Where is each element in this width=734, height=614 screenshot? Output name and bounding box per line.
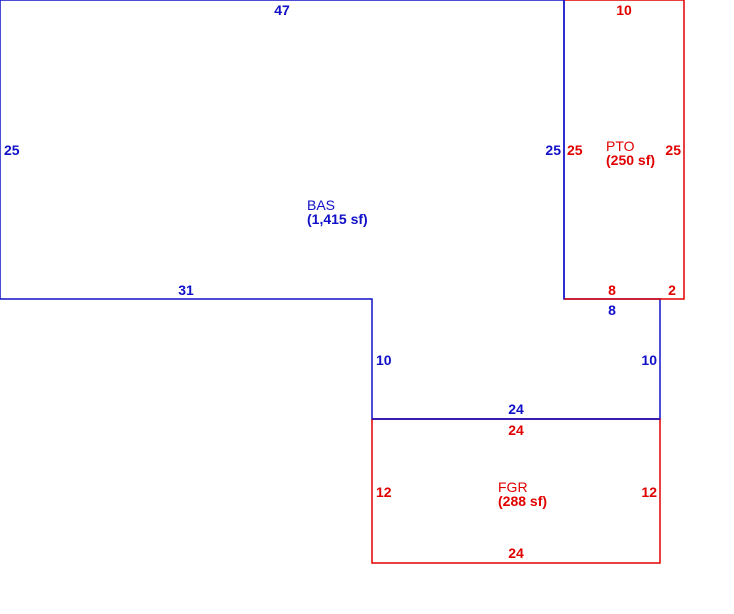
pto-bottom-outer-dimension: 2 xyxy=(668,282,676,298)
pto-bottom-inner-dimension: 8 xyxy=(608,282,616,298)
bas-left-dimension: 25 xyxy=(4,142,20,158)
fgr-area-name: FGR xyxy=(498,479,528,495)
bas-top-dimension: 47 xyxy=(274,2,290,18)
fgr-left-dimension: 12 xyxy=(376,484,392,500)
pto-area-size: (250 sf) xyxy=(606,152,655,168)
bas-right-lower-dimension: 10 xyxy=(641,352,657,368)
fgr-right-dimension: 12 xyxy=(641,484,657,500)
fgr-top-dimension: 24 xyxy=(508,422,524,438)
pto-top-dimension: 10 xyxy=(616,2,632,18)
bas-lower-left-dimension: 10 xyxy=(376,352,392,368)
pto-area-name: PTO xyxy=(606,138,635,154)
bas-area-size: (1,415 sf) xyxy=(307,211,368,227)
pto-right-dimension: 25 xyxy=(665,142,681,158)
bas-lower-bottom-dimension: 24 xyxy=(508,401,524,417)
bas-bottom-dimension: 31 xyxy=(178,282,194,298)
fgr-bottom-dimension: 24 xyxy=(508,545,524,561)
bas-area-name: BAS xyxy=(307,197,335,213)
bas-notch-right-dimension: 25 xyxy=(545,142,561,158)
pto-outline xyxy=(564,0,685,300)
bas-step-dimension: 8 xyxy=(608,302,616,318)
pto-left-dimension: 25 xyxy=(567,142,583,158)
fgr-area-size: (288 sf) xyxy=(498,493,547,509)
